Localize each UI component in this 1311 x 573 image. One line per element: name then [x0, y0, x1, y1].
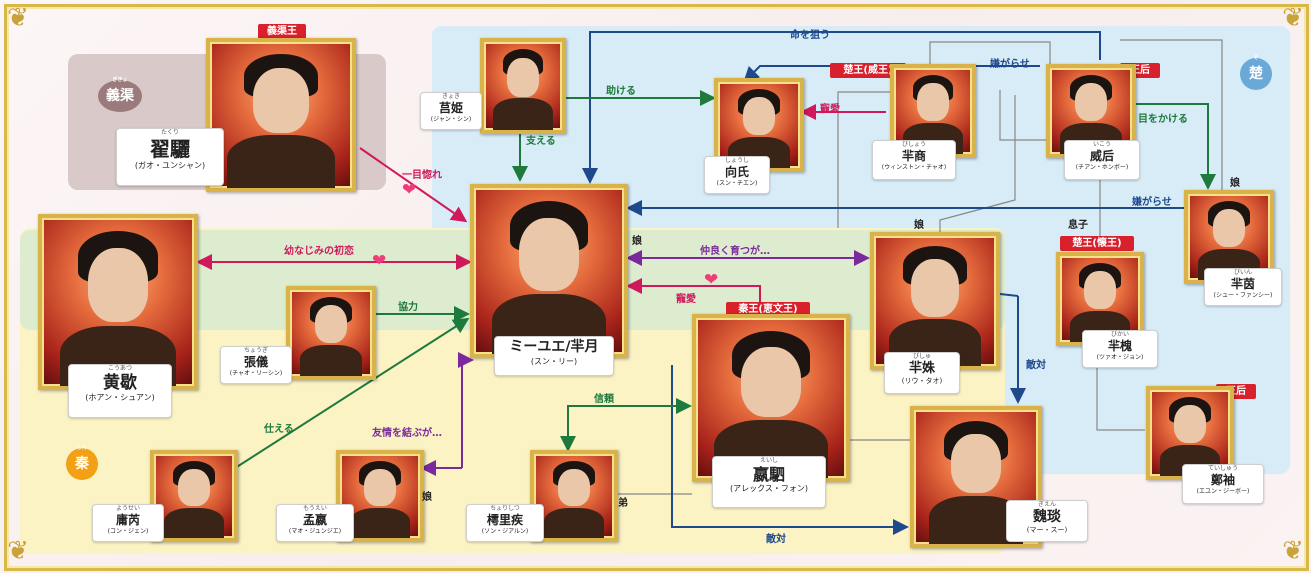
label-friend: 友情を結ぶが… [372, 428, 442, 439]
portrait-mi-yue[interactable] [470, 184, 628, 358]
title-tag-shang: 楚王(威王) [830, 63, 906, 78]
label-trust: 信頼 [594, 394, 614, 405]
label-brother: 弟 [618, 498, 628, 509]
label-rival-2: 敵対 [766, 534, 786, 545]
label-daughter: 娘 [914, 220, 924, 231]
name-card-wei-hou: いこう 威后 (チアン・ホンボー) [1064, 140, 1140, 180]
name-card-mi-yin: びいん 羋茵 (シュー・ファンシー) [1204, 268, 1282, 306]
label-childhood: 幼なじみの初恋 [284, 246, 354, 257]
name-card-zhai-li: たくり 翟驪 (ガオ・ユンシャン) [116, 128, 224, 186]
portrait-yong-rui[interactable] [150, 450, 238, 542]
label-kill: 命を狙う [790, 30, 830, 41]
label-favor-2: 寵愛 [676, 294, 696, 305]
name-card-meng-ying: もうえい 孟嬴 (マオ・ジュンジエ) [276, 504, 354, 542]
label-eye: 目をかける [1138, 114, 1188, 125]
name-card-ying-si: えいし 嬴駟 (アレックス・フォン) [712, 456, 826, 508]
label-grow: 仲良く育つが… [700, 246, 770, 257]
label-daughter: 娘 [1230, 178, 1240, 189]
ornament-icon: ❦ [1282, 3, 1304, 33]
ornament-icon: ❦ [7, 3, 29, 33]
portrait [206, 38, 356, 192]
name-card-xiang-shi: しょうし 向氏 (スン・チエン) [704, 156, 770, 194]
ornament-icon: ❦ [1282, 536, 1304, 566]
name-card-mi-huai: びかい 羋槐 (ツァオ・ジョン) [1082, 330, 1158, 368]
label-daughter: 娘 [632, 236, 642, 247]
heart-icon: ❤ [402, 180, 417, 200]
name-card-mi-yue: ミーユエ/羋月 (スン・リー) [494, 336, 614, 376]
label-serve: 仕える [264, 424, 294, 435]
yiqu-badge: ぎきょ 義渠 [98, 77, 142, 112]
label-harass: 嫌がらせ [990, 59, 1030, 70]
name-card-zhang-yi: ちょうぎ 張儀 (チャオ・リーシン) [220, 346, 292, 384]
name-card-mi-shang: びしょう 羋商 (ウィンストン・チャオ) [872, 140, 956, 180]
portrait-mi-shu[interactable] [870, 232, 1000, 370]
portrait-chu-li-ji[interactable] [530, 450, 618, 542]
character-zhai-li[interactable]: 義渠王 [206, 24, 356, 194]
label-support: 支える [526, 136, 556, 147]
label-coop: 協力 [398, 302, 418, 313]
label-help: 助ける [606, 86, 636, 97]
ornament-icon: ❦ [7, 536, 29, 566]
title-tag: 義渠王 [258, 24, 306, 39]
portrait-zhang-yi[interactable] [286, 286, 376, 380]
heart-icon: ❤ [704, 270, 719, 290]
portrait-ju-ji[interactable] [480, 38, 566, 134]
label-son: 息子 [1068, 220, 1088, 231]
heart-icon: ❤ [372, 251, 387, 271]
name-card-huang-xie: こうあつ 黄歇 (ホアン・シュアン) [68, 364, 172, 418]
name-card-yong-rui: ようせい 庸芮 (コン・ジェン) [92, 504, 164, 542]
name-card-mi-shu: びしゅ 羋姝 (リウ・タオ) [884, 352, 960, 394]
label-harass-2: 嫌がらせ [1132, 197, 1172, 208]
chu-badge: そ 楚 [1240, 55, 1272, 90]
label-love-first: 一目惚れ [402, 170, 442, 181]
name-card-chu-li-ji: ちょりしつ 樗里疾 (ソン・ジアルン) [466, 504, 544, 542]
title-tag-ying: 秦王(恵文王) [726, 302, 810, 317]
title-tag-huai: 楚王(懐王) [1060, 236, 1134, 251]
label-daughter: 娘 [422, 492, 432, 503]
name-card-zheng-xiu: ていしゅう 鄭袖 (エユン・ジーボー) [1182, 464, 1264, 504]
name-card-ju-ji: きょき 莒姫 (ジャン・シン) [420, 92, 482, 130]
label-rival: 敵対 [1026, 360, 1046, 371]
name-card-wei-yan: ぎえん 魏琰 (マー・スー) [1006, 500, 1088, 542]
qin-badge: しん 秦 [66, 445, 98, 480]
label-favor: 寵愛 [820, 104, 840, 115]
